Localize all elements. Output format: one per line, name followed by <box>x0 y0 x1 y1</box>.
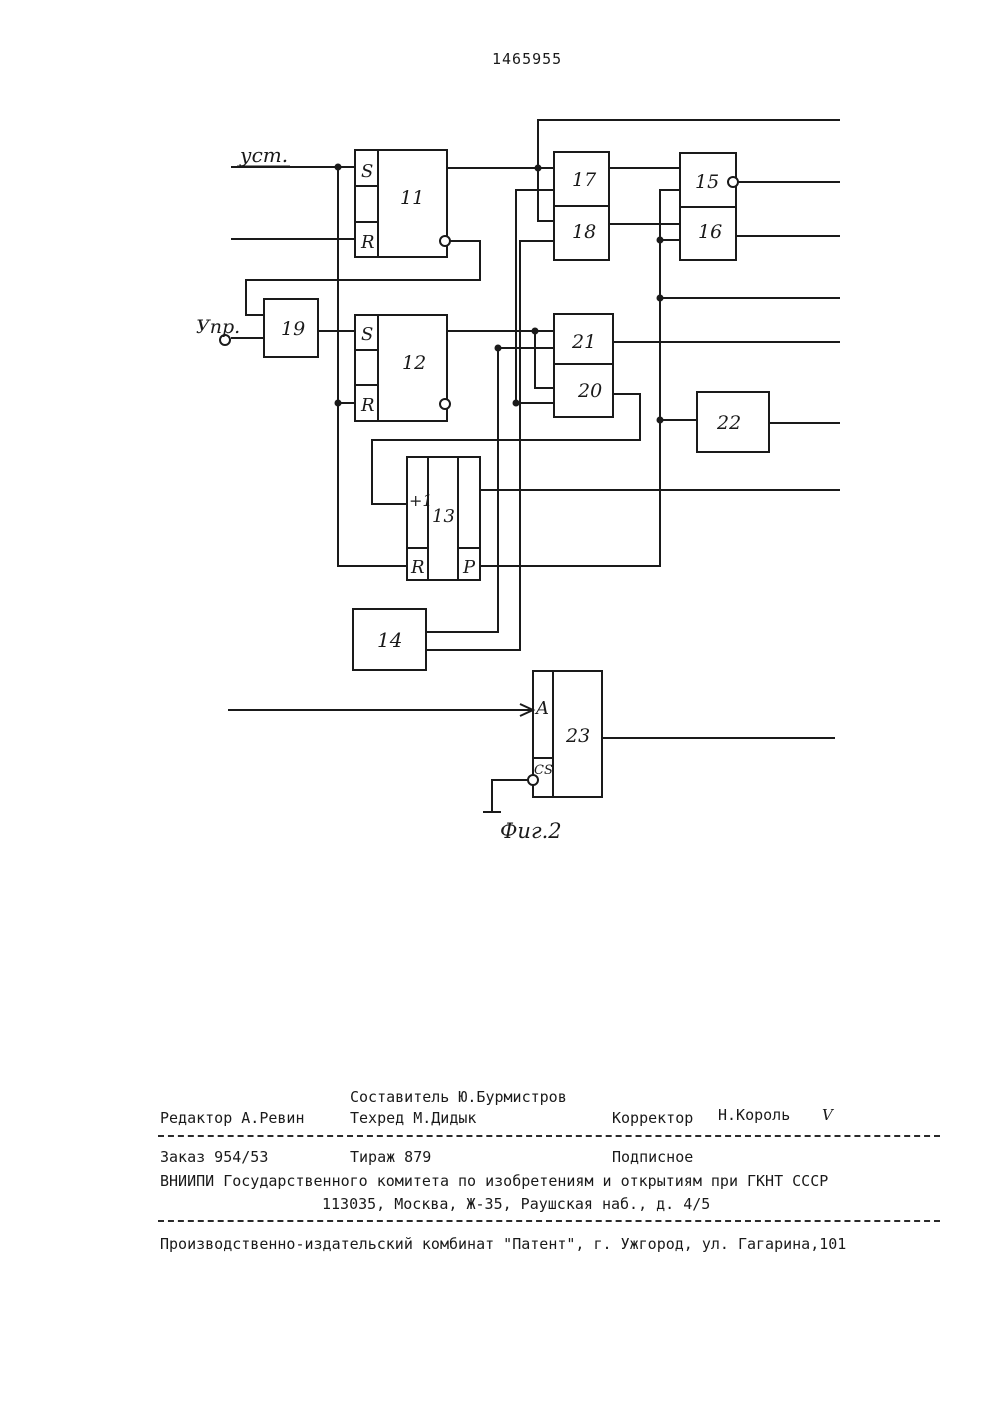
corrector-label: Корректор <box>612 1109 693 1127</box>
label-14: 14 <box>377 628 402 652</box>
label-13: 13 <box>432 506 455 527</box>
wires <box>220 120 840 812</box>
label-15: 15 <box>695 171 719 193</box>
block-15-16 <box>680 153 738 260</box>
label-12: 12 <box>402 352 426 374</box>
divider-top <box>158 1135 940 1137</box>
label-21: 21 <box>571 331 596 353</box>
label-19: 19 <box>281 318 305 340</box>
figure-caption: Фиг.2 <box>500 819 562 843</box>
label-23: 23 <box>565 725 590 747</box>
label-17: 17 <box>572 169 597 191</box>
label-r-11: R <box>360 232 375 253</box>
plant-line: Производственно-издательский комбинат "П… <box>160 1235 846 1253</box>
subscription-line: Подписное <box>612 1148 693 1166</box>
label-20: 20 <box>577 380 602 402</box>
label-r-12: R <box>360 395 375 416</box>
block-23 <box>528 671 602 797</box>
label-cs-23: CS <box>534 763 553 778</box>
label-22: 22 <box>716 412 741 434</box>
editor-line: Редактор А.Ревин <box>160 1109 305 1127</box>
techred-line: Техред М.Дидык <box>350 1109 476 1127</box>
composer-line: Составитель Ю.Бурмистров <box>350 1088 567 1106</box>
label-11: 11 <box>400 187 424 209</box>
org-line: ВНИИПИ Государственного комитета по изоб… <box>160 1172 828 1190</box>
label-s-11: S <box>361 161 373 182</box>
label-plus1: +1 <box>409 491 433 510</box>
check-mark: V <box>822 1106 833 1124</box>
label-r-13: R <box>410 557 425 578</box>
label-18: 18 <box>572 221 596 243</box>
order-line: Заказ 954/53 <box>160 1148 268 1166</box>
print-run-line: Тираж 879 <box>350 1148 431 1166</box>
circuit-diagram: уст. Упр. 11 S R 12 S R 13 +1 R P 14 15 … <box>0 0 1000 900</box>
label-p-13: P <box>462 557 476 578</box>
label-16: 16 <box>698 221 722 243</box>
label-ust: уст. <box>239 143 288 167</box>
label-s-12: S <box>361 324 373 345</box>
address-line: 113035, Москва, Ж-35, Раушская наб., д. … <box>322 1195 710 1213</box>
corrector-name: Н.Король <box>718 1106 790 1124</box>
divider-bottom <box>158 1220 940 1222</box>
label-upr: Упр. <box>196 316 240 338</box>
label-a-23: A <box>534 698 549 719</box>
